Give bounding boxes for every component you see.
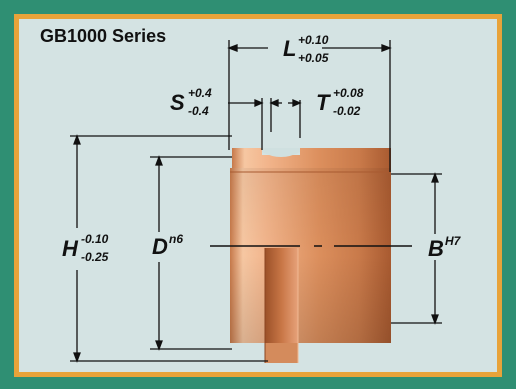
dimension-b xyxy=(391,172,442,325)
dim-h-lower-tol: -0.25 xyxy=(81,250,109,264)
dim-l-symbol: L xyxy=(283,36,297,61)
dimension-h xyxy=(70,134,268,363)
diagram-title: GB1000 Series xyxy=(40,26,167,46)
dim-t-lower-tol: -0.02 xyxy=(333,104,361,118)
dim-d-fit: n6 xyxy=(169,232,184,246)
bushing-flange xyxy=(232,148,391,172)
dimension-d xyxy=(150,155,232,351)
dim-l-lower-tol: +0.05 xyxy=(298,51,329,65)
dim-s-lower-tol: -0.4 xyxy=(188,104,209,118)
dim-h-symbol: H xyxy=(62,236,78,261)
dim-t-upper-tol: +0.08 xyxy=(333,86,364,100)
dim-t-symbol: T xyxy=(316,90,330,115)
dim-b-fit: H7 xyxy=(445,234,461,248)
dim-s-upper-tol: +0.4 xyxy=(188,86,212,100)
dim-h-upper-tol: -0.10 xyxy=(81,232,109,246)
dim-b-symbol: B xyxy=(428,236,444,261)
dim-d-symbol: D xyxy=(152,234,168,259)
dimension-l xyxy=(227,40,392,172)
bushing-body xyxy=(230,148,391,363)
dimension-s-t xyxy=(228,98,302,150)
dim-l-upper-tol: +0.10 xyxy=(298,33,329,47)
dim-s-symbol: S xyxy=(170,90,185,115)
